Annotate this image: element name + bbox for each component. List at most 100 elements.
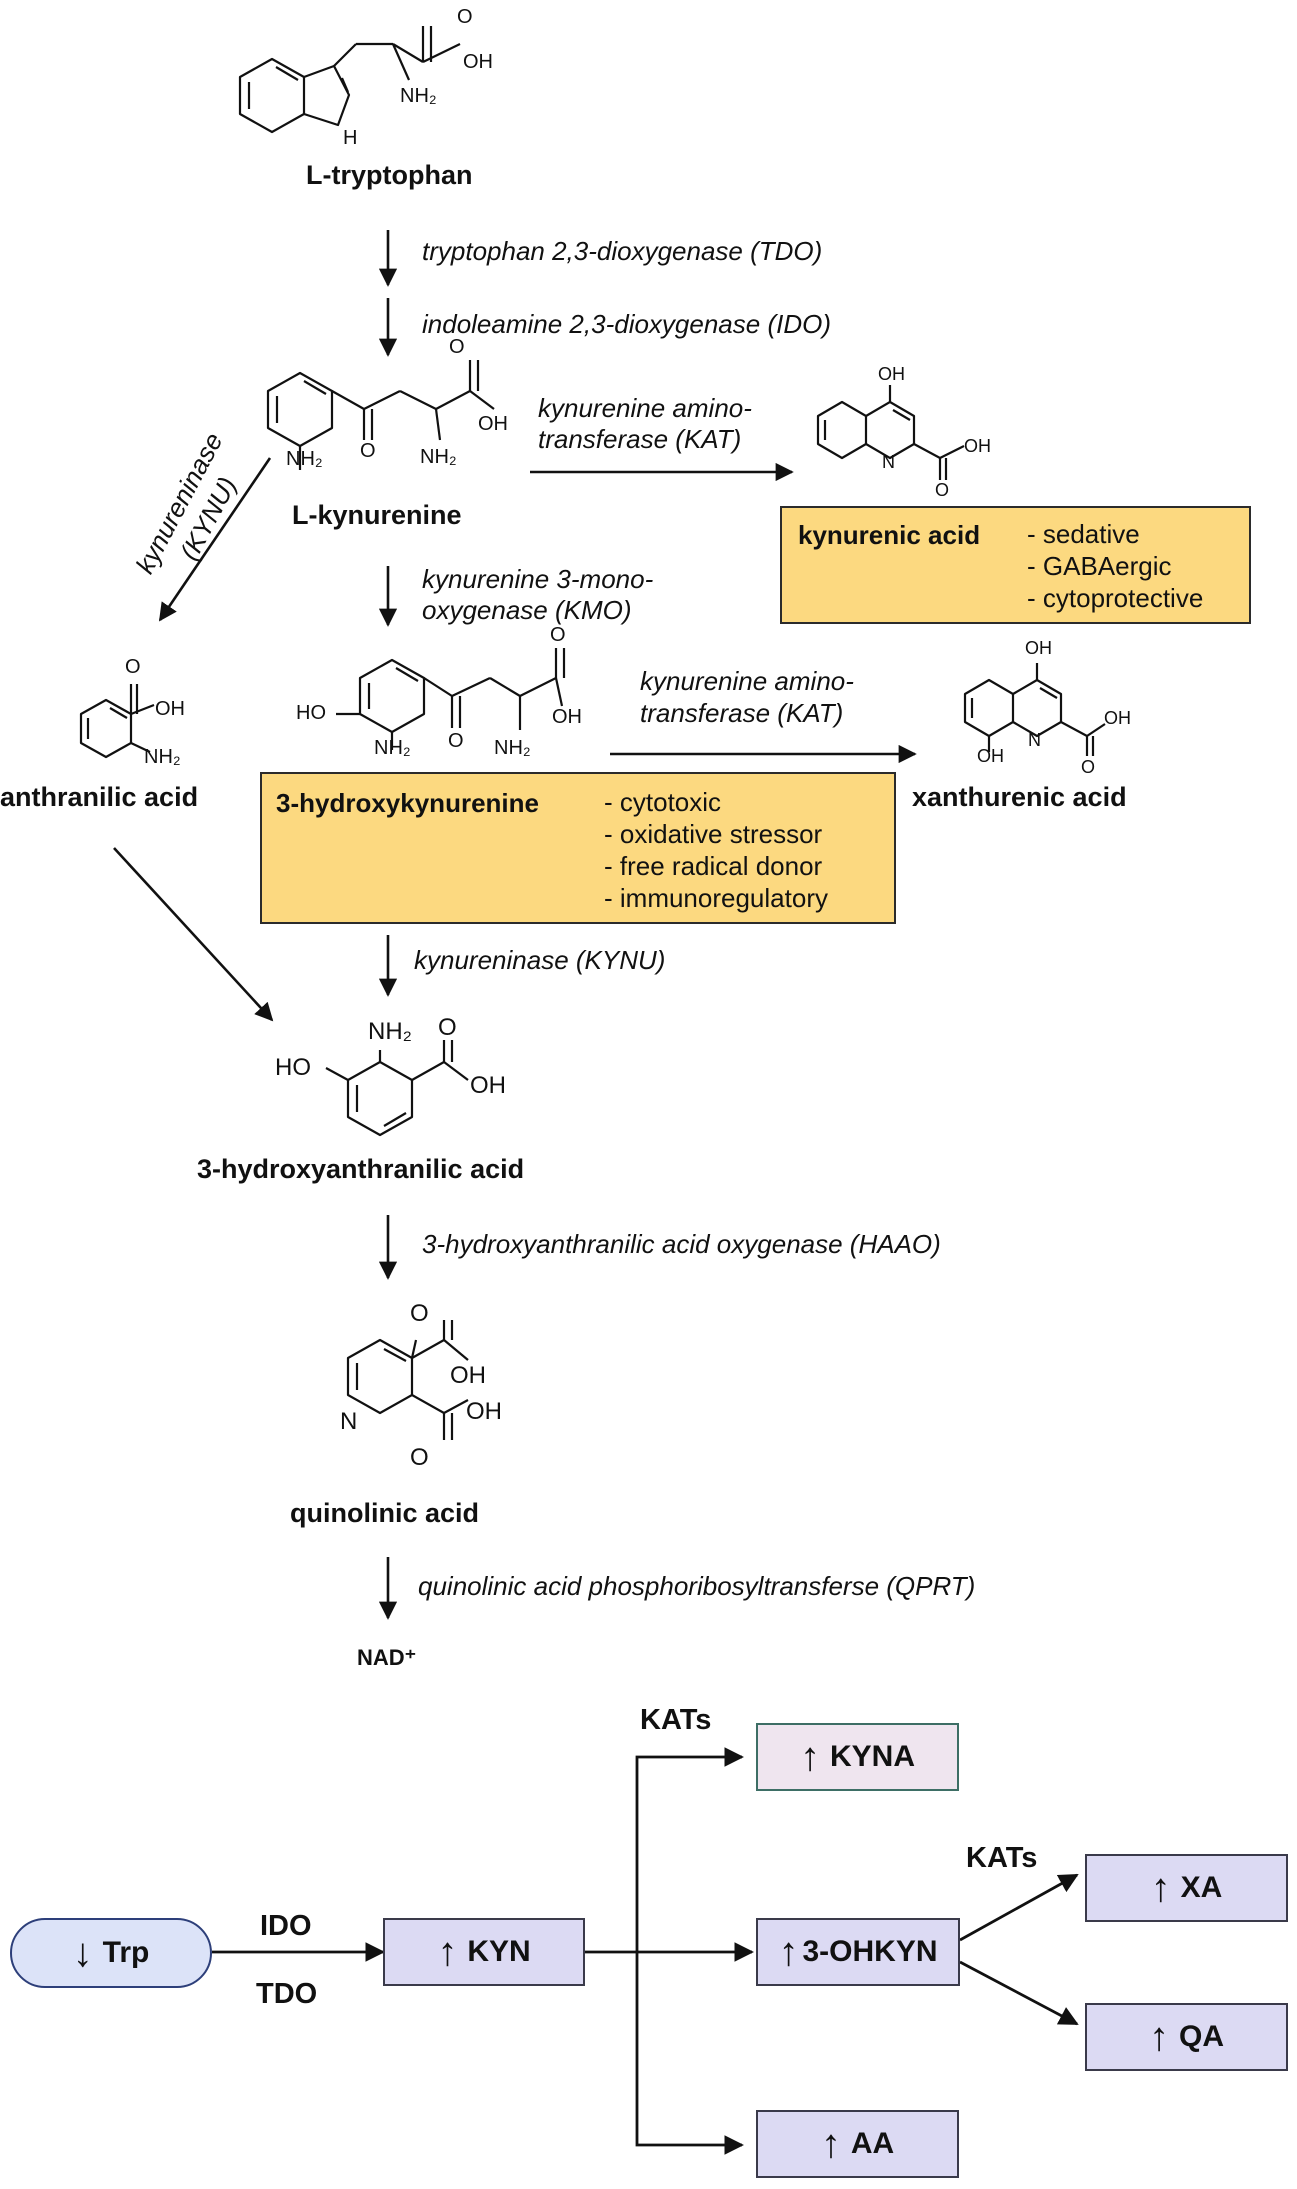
atom-label: N [882, 452, 895, 472]
kynurenic-acid-box: kynurenic acid - sedative - GABAergic - … [780, 506, 1251, 624]
atom-label: O [457, 6, 473, 28]
quinolinic-acid-structure [346, 1320, 469, 1440]
property-item: - free radical donor [604, 851, 823, 881]
enzyme-kynu-2: kynureninase (KYNU) [414, 945, 666, 975]
atom-label: O [125, 656, 141, 678]
hydroxykynurenine-structure [336, 648, 566, 750]
tryptophan-name: L-tryptophan [306, 160, 473, 190]
anthranilic-acid-name: anthranilic acid [0, 782, 199, 812]
property-item: - cytotoxic [604, 787, 722, 817]
atom-label: OH [466, 1398, 502, 1425]
node-label: 3-OHKYN [802, 1935, 938, 1968]
atom-label: HO [275, 1054, 311, 1081]
kynurenic-acid-structure [816, 385, 965, 480]
atom-label: OH [463, 51, 493, 73]
up-arrow-icon: ↑ [437, 1930, 458, 1974]
arrow-kynu1 [158, 457, 272, 622]
flow-arrow-aa [635, 1952, 744, 2155]
tryptophan-structure [238, 26, 461, 134]
enzyme-kat-2-line2: transferase (KAT) [640, 698, 844, 728]
kynurenine-structure [266, 360, 495, 470]
flow-arrow-xa [959, 1873, 1079, 1942]
atom-label: OH [878, 364, 905, 384]
node-aa: ↑ AA [756, 2110, 959, 2178]
hydroxykynurenine-box: 3-hydroxykynurenine - cytotoxic - oxidat… [260, 772, 896, 924]
atom-label: NH₂ [400, 85, 437, 107]
flow-label-tdo: TDO [256, 1978, 318, 2010]
down-arrow-icon: ↓ [72, 1931, 93, 1975]
atom-label: OH [478, 413, 508, 435]
hydroxyanthranilic-acid-structure [325, 1040, 469, 1137]
node-qa: ↑ QA [1085, 2003, 1288, 2071]
node-label: KYNA [829, 1740, 915, 1773]
atom-label: OH [470, 1072, 506, 1099]
atom-label: O [449, 336, 465, 358]
quinolinic-acid-name: quinolinic acid [290, 1498, 480, 1528]
flow-label-ido: IDO [260, 1910, 312, 1942]
node-kyna: ↑ KYNA [756, 1723, 959, 1791]
kynurenic-acid-title: kynurenic acid [798, 520, 981, 550]
node-xa: ↑ XA [1085, 1854, 1288, 1922]
atom-label: OH [977, 746, 1004, 766]
atom-label: O [448, 730, 464, 752]
node-label: XA [1180, 1871, 1223, 1904]
flow-label-kats-2: KATs [966, 1842, 1038, 1874]
atom-label: H [343, 127, 358, 149]
kynurenine-name: L-kynurenine [292, 500, 462, 530]
atom-label: OH [1104, 708, 1131, 728]
flow-label-kats-1: KATs [640, 1704, 712, 1736]
up-arrow-icon: ↑ [799, 1735, 820, 1779]
enzyme-kmo-line2: oxygenase (KMO) [422, 595, 632, 625]
node-3-ohkyn: ↑ 3-OHKYN [756, 1918, 960, 1986]
atom-label: OH [155, 698, 185, 720]
node-trp: ↓ Trp [10, 1918, 212, 1988]
atom-label: OH [552, 706, 582, 728]
property-item: - immunoregulatory [604, 883, 828, 913]
atom-label: OH [1025, 638, 1052, 658]
node-label: QA [1179, 2020, 1224, 2053]
atom-label: NH₂ [374, 737, 411, 759]
atom-label: OH [964, 436, 991, 456]
enzyme-haao: 3-hydroxyanthranilic acid oxygenase (HAA… [422, 1229, 941, 1259]
node-label: Trp [102, 1936, 150, 1969]
enzyme-kat-1-line2: transferase (KAT) [538, 424, 742, 454]
xanthurenic-acid-structure [963, 663, 1106, 756]
atom-label: NH₂ [368, 1018, 412, 1045]
atom-label: O [438, 1014, 457, 1041]
nad-label: NAD⁺ [357, 1645, 417, 1670]
up-arrow-icon: ↑ [778, 1930, 799, 1974]
hydroxyanthranilic-acid-name: 3-hydroxyanthranilic acid [197, 1154, 525, 1184]
atom-label: O [935, 480, 950, 500]
property-item: - oxidative stressor [604, 819, 823, 849]
atom-label: N [340, 1408, 358, 1435]
node-kyn: ↑ KYN [383, 1918, 585, 1986]
up-arrow-icon: ↑ [1149, 2015, 1169, 2059]
node-label: AA [850, 2127, 895, 2160]
property-item: - cytoprotective [1027, 583, 1204, 613]
atom-label: NH₂ [494, 737, 531, 759]
enzyme-qprt: quinolinic acid phosphoribosyltransferse… [418, 1571, 976, 1601]
property-item: - sedative [1027, 519, 1140, 549]
atom-label: N [1028, 730, 1041, 750]
enzyme-kmo-line1: kynurenine 3-mono- [422, 564, 654, 594]
hydroxykynurenine-title: 3-hydroxykynurenine [276, 788, 539, 818]
node-label: KYN [467, 1935, 531, 1968]
atom-label: O [410, 1444, 429, 1471]
arrow-anthranilic-to-3haa [113, 847, 274, 1022]
atom-label: NH₂ [420, 446, 457, 468]
atom-label: O [360, 440, 376, 462]
enzyme-ido: indoleamine 2,3-dioxygenase (IDO) [422, 309, 831, 339]
kynurenic-acid-properties: - sedative - GABAergic - cytoprotective [1027, 518, 1203, 614]
property-item: - GABAergic [1027, 551, 1172, 581]
enzyme-kat-2-line1: kynurenine amino- [640, 666, 854, 696]
up-arrow-icon: ↑ [820, 2122, 841, 2166]
atom-label: OH [450, 1362, 486, 1389]
up-arrow-icon: ↑ [1150, 1866, 1171, 1910]
atom-label: NH₂ [286, 448, 323, 470]
enzyme-kat-1-line1: kynurenine amino- [538, 393, 752, 423]
xanthurenic-acid-name: xanthurenic acid [912, 782, 1127, 812]
atom-label: HO [296, 702, 326, 724]
hydroxykynurenine-properties: - cytotoxic - oxidative stressor - free … [604, 786, 828, 914]
atom-label: NH₂ [144, 746, 181, 768]
